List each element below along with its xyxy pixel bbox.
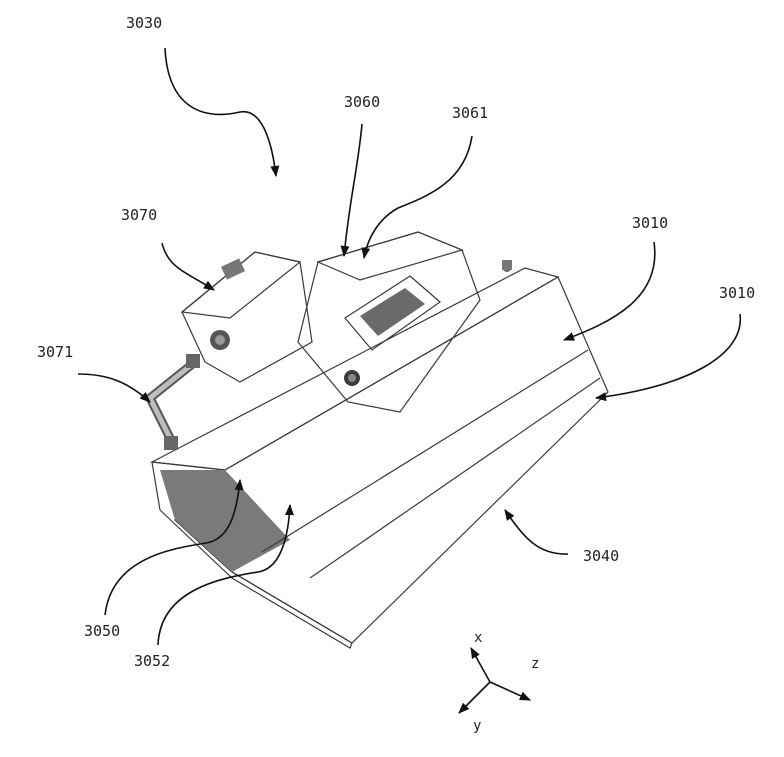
housing-right-face xyxy=(175,277,608,643)
label-3010-a: 3010 xyxy=(632,214,668,232)
housing-shadow xyxy=(160,470,290,572)
label-3071: 3071 xyxy=(37,343,73,361)
leader-3040 xyxy=(505,510,568,554)
upper-module xyxy=(298,232,480,412)
tube-fitting-top xyxy=(186,354,200,368)
housing-edge-line-2 xyxy=(310,378,600,578)
leader-lines xyxy=(78,48,740,645)
block-3070-body xyxy=(182,252,312,382)
axis-y-label: y xyxy=(473,718,481,734)
leader-3061 xyxy=(364,136,472,258)
block-3070-top xyxy=(182,252,300,318)
housing-edge-line-1 xyxy=(262,350,588,552)
label-3052: 3052 xyxy=(134,652,170,670)
label-3061: 3061 xyxy=(452,104,488,122)
tube-fitting-bottom xyxy=(164,436,178,450)
axis-z-label: z xyxy=(531,656,539,672)
label-3050: 3050 xyxy=(84,622,120,640)
module-3061-detail xyxy=(360,288,425,336)
leader-3070 xyxy=(162,243,214,290)
axis-triad: x z y xyxy=(459,630,539,734)
module-knob-center xyxy=(348,374,356,382)
leader-3010a xyxy=(564,242,655,340)
axis-x-label: x xyxy=(474,630,482,646)
axis-x-arrow xyxy=(471,648,490,682)
leader-3030 xyxy=(165,48,276,176)
label-3030: 3030 xyxy=(126,14,162,32)
axis-y-arrow xyxy=(459,682,490,713)
label-3070: 3070 xyxy=(121,206,157,224)
reference-labels: 3030 3060 3061 3070 3010 3010 3071 3040 … xyxy=(37,14,755,670)
housing-top-face xyxy=(152,268,558,470)
label-3060: 3060 xyxy=(344,93,380,111)
leader-3071 xyxy=(78,374,150,402)
leader-3010b xyxy=(596,314,740,398)
label-3010-b: 3010 xyxy=(719,284,755,302)
housing-stud xyxy=(502,260,512,270)
leader-3060 xyxy=(344,124,362,256)
tube-3071 xyxy=(150,354,200,450)
block-3070-port-center xyxy=(215,335,225,345)
label-3040: 3040 xyxy=(583,547,619,565)
axis-z-arrow xyxy=(490,682,530,700)
block-3070 xyxy=(182,252,312,382)
module-3060-top xyxy=(318,232,462,280)
